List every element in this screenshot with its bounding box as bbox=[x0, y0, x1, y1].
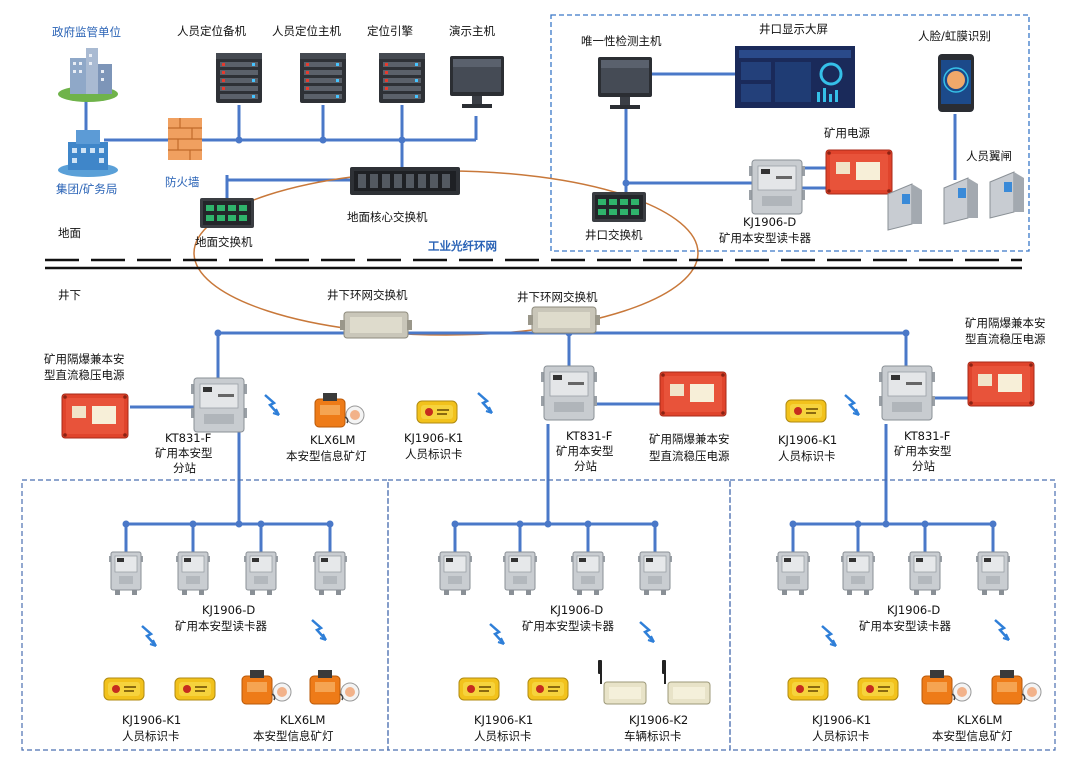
lamp-left-model: KLX6LM bbox=[310, 433, 355, 447]
card-right-name: 人员标识卡 bbox=[778, 449, 836, 463]
group-building-icon bbox=[58, 130, 118, 177]
lamp-left-icon bbox=[314, 392, 365, 428]
power-mid-label-2: 型直流稳压电源 bbox=[649, 449, 730, 463]
wellhead-switch-label: 井口交换机 bbox=[585, 228, 643, 242]
big-screen-icon bbox=[735, 46, 855, 108]
station-mid-icon bbox=[540, 365, 598, 421]
power-left-label-2: 型直流稳压电源 bbox=[44, 368, 125, 382]
bottom-card-right-model: KJ1906-K1 bbox=[812, 713, 871, 727]
main-host-label: 人员定位主机 bbox=[272, 24, 341, 38]
underground-links bbox=[124, 331, 995, 552]
ring-switch-1-icon bbox=[339, 311, 413, 339]
station-right-name-1: 矿用本安型 bbox=[894, 444, 952, 458]
power-mid-label-1: 矿用隔爆兼本安 bbox=[649, 432, 730, 446]
bottom-vehicle-name: 车辆标识卡 bbox=[624, 729, 682, 743]
card-mid-icon bbox=[416, 400, 458, 424]
firewall-icon bbox=[168, 118, 202, 160]
wellhead-region bbox=[550, 14, 1030, 252]
core-switch-label: 地面核心交换机 bbox=[347, 210, 428, 224]
power-right-label-1: 矿用隔爆兼本安 bbox=[965, 316, 1046, 330]
wellhead-reader-name: 矿用本安型读卡器 bbox=[719, 231, 811, 245]
card-right-model: KJ1906-K1 bbox=[778, 433, 837, 447]
engine-label: 定位引擎 bbox=[367, 24, 413, 38]
ring-switch-2-label: 井下环网交换机 bbox=[517, 290, 598, 304]
firewall-label: 防火墙 bbox=[165, 175, 200, 189]
core-switch-icon bbox=[350, 167, 460, 195]
ground-divider bbox=[45, 258, 1022, 270]
engine-server-icon bbox=[379, 53, 425, 103]
wireless-mid-icon bbox=[476, 391, 494, 415]
reader-left-name: 矿用本安型读卡器 bbox=[175, 619, 267, 633]
unique-host-label: 唯一性检测主机 bbox=[581, 34, 662, 48]
reader-mid-name: 矿用本安型读卡器 bbox=[522, 619, 614, 633]
backup-server-icon bbox=[216, 53, 262, 103]
demo-monitor-icon bbox=[450, 56, 504, 108]
gate-label: 人员翼闸 bbox=[966, 149, 1012, 163]
reader-mid-model: KJ1906-D bbox=[550, 603, 603, 617]
station-left-name-1: 矿用本安型 bbox=[155, 446, 213, 460]
station-right-name-2: 分站 bbox=[912, 459, 935, 473]
station-right-model: KT831-F bbox=[904, 429, 950, 443]
bottom-card-mid-model: KJ1906-K1 bbox=[474, 713, 533, 727]
reader-row bbox=[108, 551, 1011, 596]
ring-switch-2-icon bbox=[527, 306, 601, 334]
unique-check-monitor-icon bbox=[598, 57, 652, 109]
backup-host-label: 人员定位备机 bbox=[177, 24, 246, 38]
face-id-label: 人脸/虹膜识别 bbox=[918, 29, 991, 43]
card-mid-model: KJ1906-K1 bbox=[404, 431, 463, 445]
bottom-card-right-name: 人员标识卡 bbox=[812, 729, 870, 743]
bottom-lamp-left-name: 本安型信息矿灯 bbox=[253, 729, 334, 743]
mine-power-label: 矿用电源 bbox=[824, 126, 870, 140]
mine-power-icon bbox=[825, 149, 893, 195]
power-left-label-1: 矿用隔爆兼本安 bbox=[44, 352, 125, 366]
ring-label: 工业光纤环网 bbox=[428, 239, 497, 253]
wellhead-reader-model: KJ1906-D bbox=[743, 215, 796, 229]
turnstile-gate-icon bbox=[887, 171, 1024, 231]
ground-switch-icon bbox=[200, 198, 254, 228]
station-mid-name-2: 分站 bbox=[574, 459, 597, 473]
lamp-left-name: 本安型信息矿灯 bbox=[286, 449, 367, 463]
bottom-tags bbox=[103, 659, 1042, 705]
station-left-model: KT831-F bbox=[165, 431, 211, 445]
face-recognition-icon bbox=[938, 54, 974, 112]
gov-label: 政府监管单位 bbox=[52, 25, 121, 39]
underground-label: 井下 bbox=[58, 288, 81, 302]
wireless-right-icon bbox=[843, 393, 861, 417]
bottom-card-mid-name: 人员标识卡 bbox=[474, 729, 532, 743]
underground-zones bbox=[21, 479, 1056, 751]
bottom-vehicle-model: KJ1906-K2 bbox=[629, 713, 688, 727]
station-right-icon bbox=[878, 365, 936, 421]
bottom-lamp-right-model: KLX6LM bbox=[957, 713, 1002, 727]
station-left-icon bbox=[190, 377, 248, 433]
group-label: 集团/矿务局 bbox=[56, 182, 117, 196]
power-right-icon bbox=[967, 361, 1035, 407]
demo-host-label: 演示主机 bbox=[449, 24, 495, 38]
government-building-icon bbox=[58, 48, 118, 102]
card-mid-name: 人员标识卡 bbox=[405, 447, 463, 461]
wireless-left-icon bbox=[263, 393, 281, 417]
big-screen-label: 井口显示大屏 bbox=[759, 22, 828, 36]
bottom-card-left-name: 人员标识卡 bbox=[122, 729, 180, 743]
main-server-icon bbox=[300, 53, 346, 103]
ring-switch-1-label: 井下环网交换机 bbox=[327, 288, 408, 302]
bottom-lamp-right-name: 本安型信息矿灯 bbox=[932, 729, 1013, 743]
reader-right-name: 矿用本安型读卡器 bbox=[859, 619, 951, 633]
ground-switch-label: 地面交换机 bbox=[195, 235, 253, 249]
wellhead-reader-icon bbox=[748, 159, 806, 215]
reader-left-model: KJ1906-D bbox=[202, 603, 255, 617]
station-left-name-2: 分站 bbox=[173, 461, 196, 475]
power-mid-icon bbox=[659, 371, 727, 417]
power-left-icon bbox=[61, 393, 129, 439]
wellhead-switch-icon bbox=[592, 192, 646, 222]
bottom-lamp-left-model: KLX6LM bbox=[280, 713, 325, 727]
reader-right-model: KJ1906-D bbox=[887, 603, 940, 617]
power-right-label-2: 型直流稳压电源 bbox=[965, 332, 1046, 346]
station-mid-model: KT831-F bbox=[566, 429, 612, 443]
ground-label: 地面 bbox=[58, 226, 81, 240]
card-right-icon bbox=[785, 399, 827, 423]
bottom-card-left-model: KJ1906-K1 bbox=[122, 713, 181, 727]
station-mid-name-1: 矿用本安型 bbox=[556, 444, 614, 458]
